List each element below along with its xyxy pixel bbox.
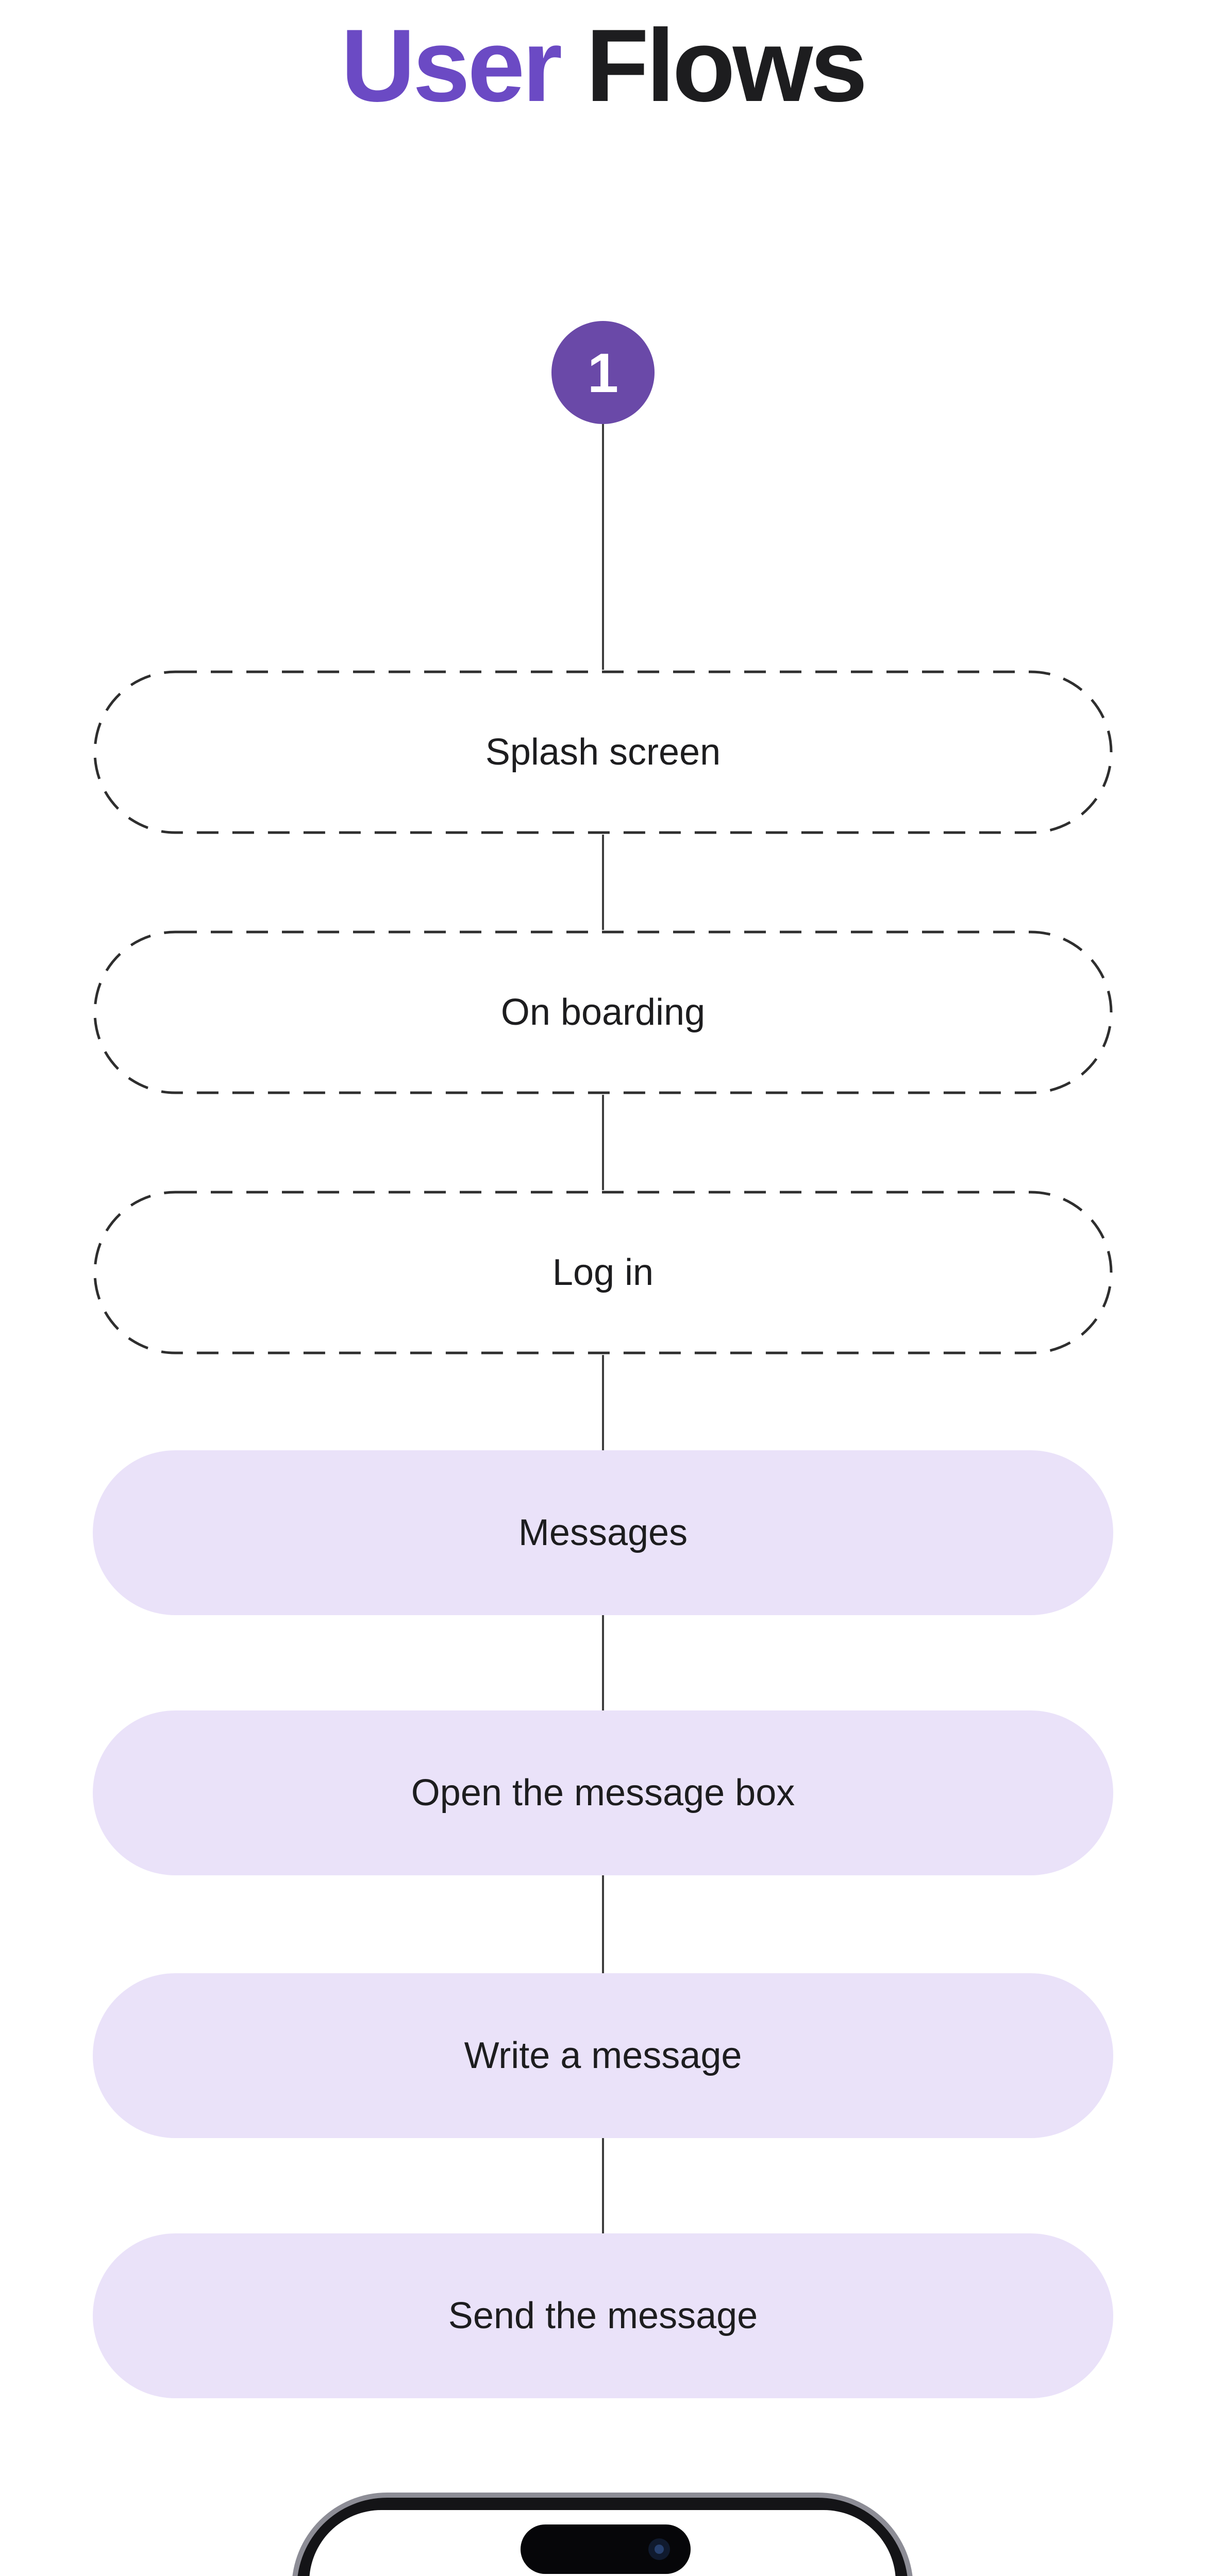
flow-node-label: Write a message [464,2035,742,2076]
flow-node-label: On boarding [500,992,706,1033]
title-space [560,8,586,123]
flow-node-send-message: Send the message [93,2233,1113,2398]
dashed-outline [93,1191,1113,1354]
flow-connector [602,1875,604,1973]
flow-connector [602,1355,604,1450]
flow-node-label: Open the message box [411,1772,795,1814]
flow-node-label: Log in [552,1252,654,1293]
phone-mockup: Ronnie Klain Hi, my name is Ronnie Klain… [292,2493,913,2576]
page-title: User Flows [0,9,1206,123]
phone-screen: Ronnie Klain Hi, my name is Ronnie Klain… [309,2510,896,2576]
flow-node-label: Splash screen [485,732,721,773]
flow-node-label: Messages [518,1512,688,1553]
flow-node-login: Log in [93,1190,1113,1355]
page-title-flows: Flows [585,8,868,123]
flow-connector [602,1095,604,1190]
dashed-outline [93,670,1113,834]
flow-node-onboarding: On boarding [93,930,1113,1095]
dynamic-island [521,2524,691,2574]
flow-connector [602,835,604,930]
flow-connector [602,1615,604,1710]
front-camera [648,2538,670,2560]
flow-connector [602,424,604,670]
step-1-badge: 1 [551,321,655,424]
flow-node-splash-screen: Splash screen [93,670,1113,835]
flow-node-label: Send the message [448,2295,758,2336]
flow-node-messages: Messages [93,1450,1113,1615]
flow-node-write-message: Write a message [93,1973,1113,2138]
flow-connector [602,2138,604,2233]
dashed-outline [93,930,1113,1094]
flow-node-open-message-box: Open the message box [93,1710,1113,1875]
page-title-user: User [341,8,562,123]
